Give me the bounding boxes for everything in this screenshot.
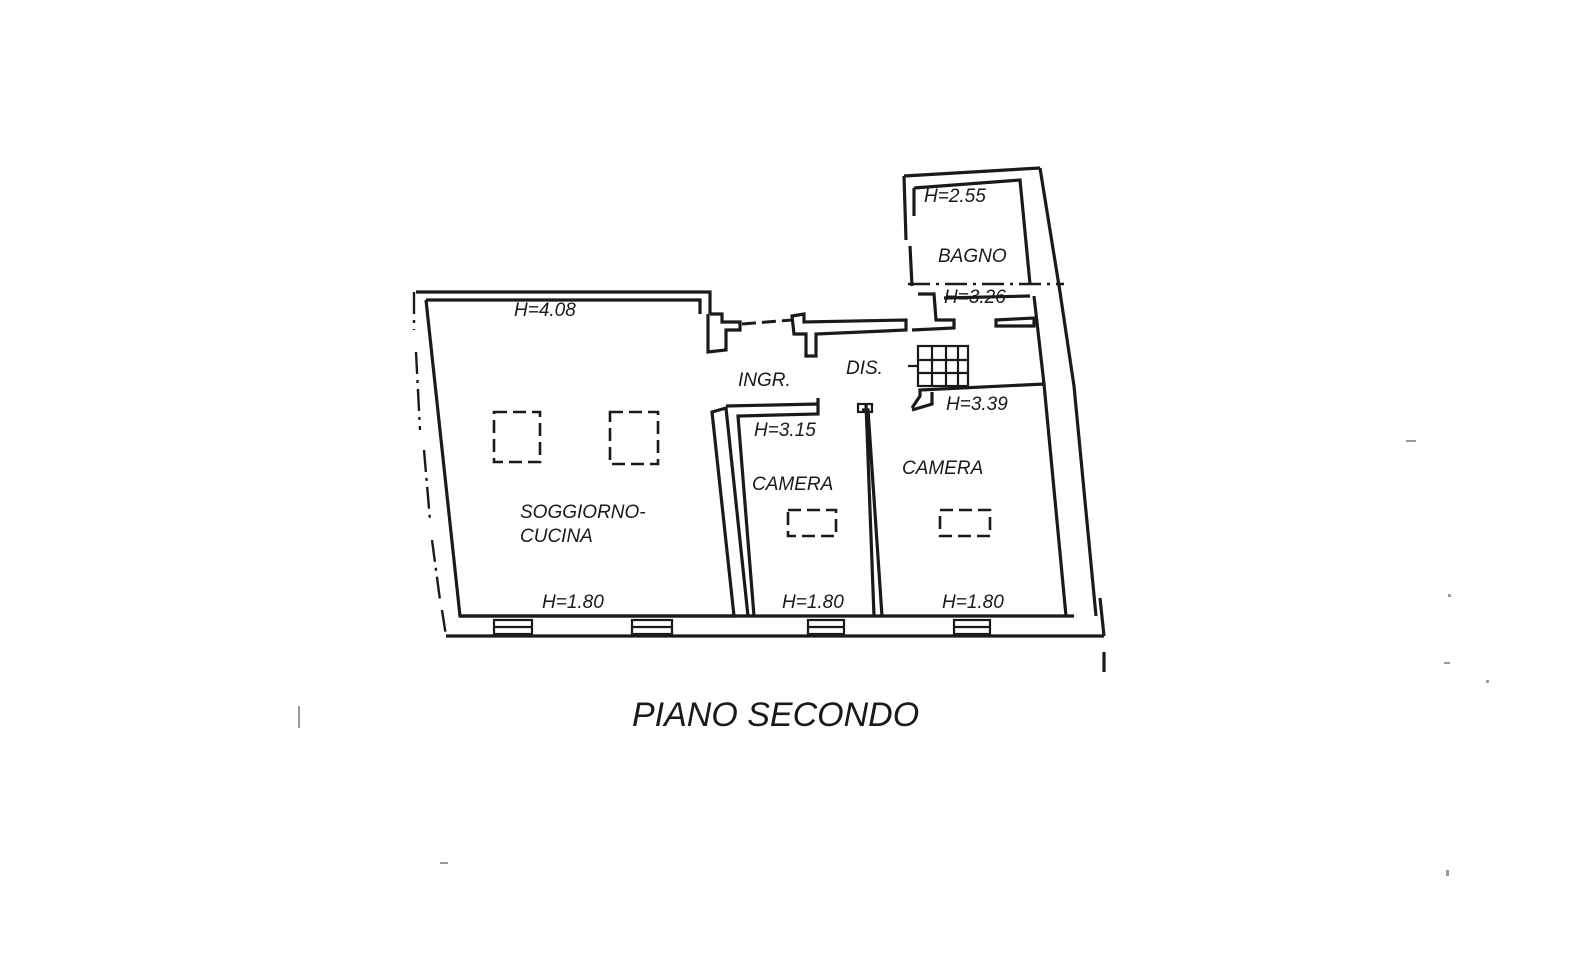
room-label-soggiorno-line2: CUCINA	[520, 526, 593, 547]
entrance-threshold	[741, 318, 793, 326]
room-label-dis: DIS.	[846, 358, 883, 379]
bottom-outer-wall	[446, 614, 1104, 638]
window-soggiorno-2	[630, 618, 674, 636]
entrance-jamb-left	[706, 312, 742, 354]
partition-camera	[862, 403, 884, 617]
bagno-wall	[902, 166, 1041, 287]
skylight-soggiorno-1	[492, 410, 542, 464]
room-label-ingresso: INGR.	[738, 370, 791, 391]
camera1-wall	[725, 398, 820, 617]
soggiorno-wall	[416, 290, 750, 618]
window-camera-2	[952, 618, 992, 636]
partition-cap	[856, 402, 874, 414]
right-outer-wall	[1032, 167, 1098, 617]
outer-boundary-left	[412, 292, 448, 637]
right-stub	[1098, 597, 1106, 672]
scan-specks	[298, 440, 1489, 876]
stairs	[908, 344, 970, 388]
room-label-bagno: BAGNO	[938, 246, 1007, 267]
room-label-camera1: CAMERA	[752, 474, 833, 495]
height-dis: H=3.26	[944, 287, 1006, 308]
skylight-camera-2	[938, 508, 992, 538]
height-camera2-high: H=3.39	[946, 394, 1008, 415]
stair-side-wall	[943, 294, 1031, 300]
camera2-wall	[910, 382, 1068, 617]
window-camera-1	[806, 618, 846, 636]
window-soggiorno-1	[492, 618, 534, 636]
plan-title: PIANO SECONDO	[632, 696, 919, 734]
height-camera2-low: H=1.80	[942, 592, 1004, 613]
room-label-camera2: CAMERA	[902, 458, 983, 479]
skylight-camera-1	[786, 508, 838, 538]
skylight-soggiorno-2	[608, 410, 660, 466]
room-label-soggiorno-line1: SOGGIORNO-	[520, 502, 646, 523]
height-bagno: H=2.55	[924, 186, 986, 207]
height-camera1-high: H=3.15	[754, 420, 816, 441]
entrance-jamb-right	[790, 312, 908, 358]
height-soggiorno-low: H=1.80	[542, 592, 604, 613]
height-camera1-low: H=1.80	[782, 592, 844, 613]
dis-wall	[911, 292, 1036, 332]
height-soggiorno-high: H=4.08	[514, 300, 576, 321]
